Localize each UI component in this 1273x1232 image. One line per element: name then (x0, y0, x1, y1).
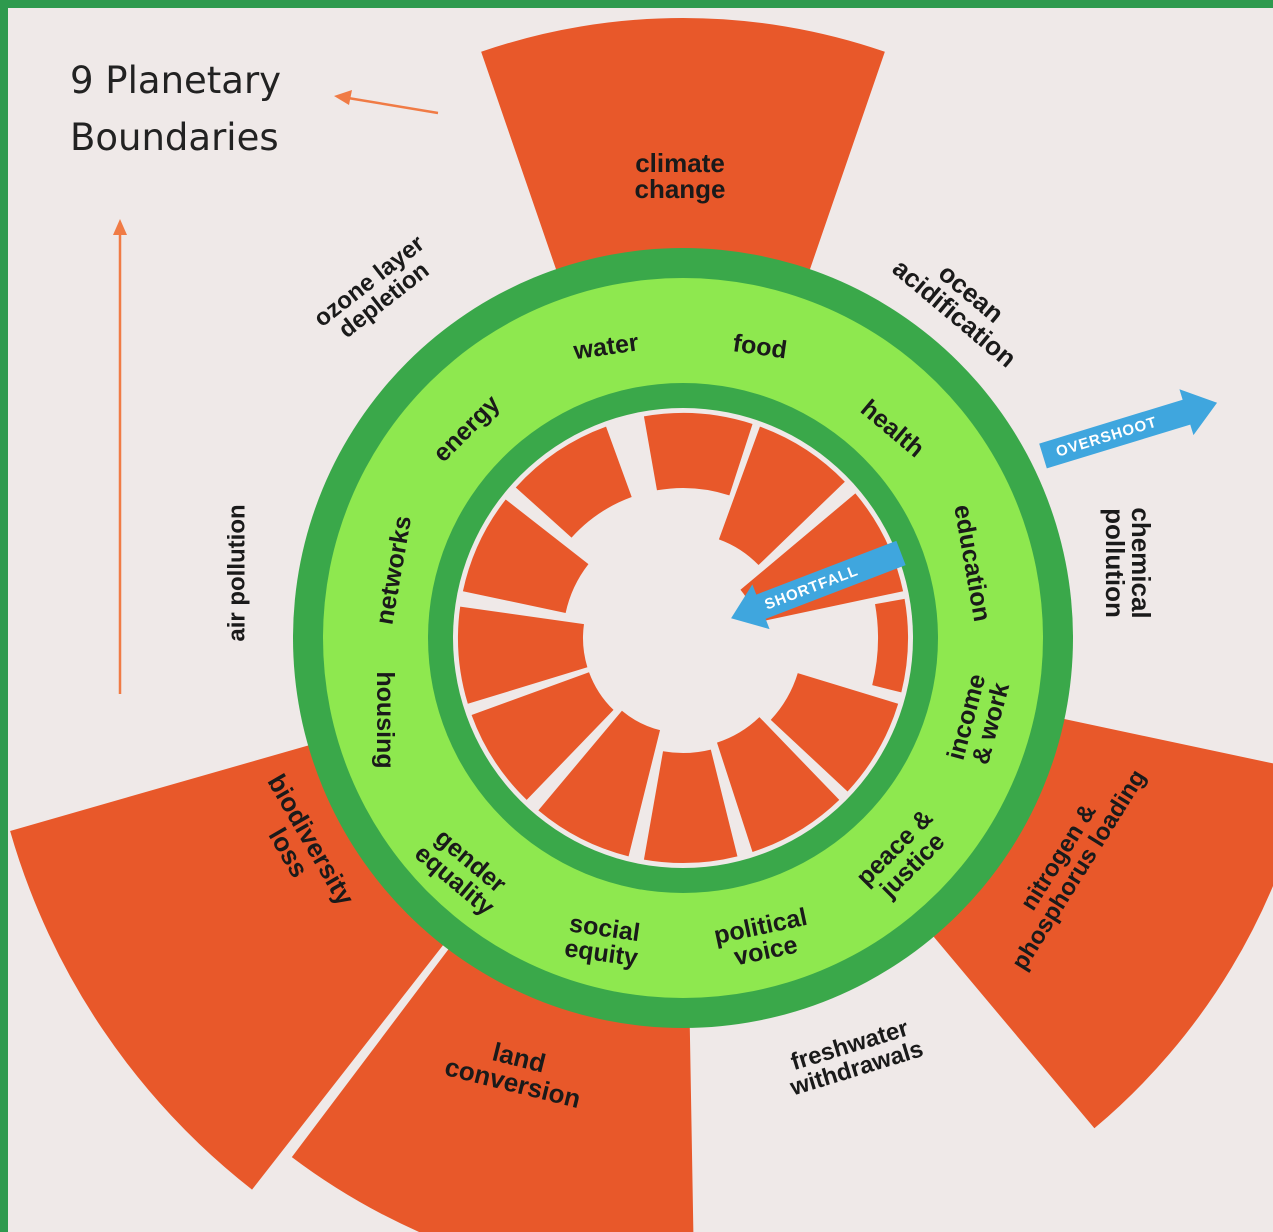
foundation-label-housing: housing (371, 671, 399, 768)
shortfall-wedge-housing (458, 606, 588, 704)
shortfall-wedge-networks (462, 499, 589, 614)
page-title: 9 Planetary Boundaries (70, 59, 282, 159)
shortfall-wedge-political (643, 749, 738, 863)
biodiversity-loss-wedge (10, 739, 456, 1190)
shortfall-wedges (458, 413, 908, 863)
climate-change-wedge (481, 17, 885, 289)
boundary-label-chemical: chemicalpollution (1100, 507, 1156, 618)
boundary-label-freshwater: freshwaterwithdrawals (779, 1012, 926, 1101)
overshoot-arrow: OVERSHOOT (1039, 389, 1218, 469)
foundation-label-social-equity: socialequity (563, 909, 643, 972)
title-arrow-vertical (113, 219, 127, 694)
shortfall-wedge-water (643, 413, 753, 496)
boundary-label-ozone: ozone layerdepletion (309, 230, 444, 351)
shortfall-wedge-energy (515, 426, 632, 538)
shortfall-wedge-income (770, 673, 899, 792)
boundary-label-air: air pollution (223, 504, 250, 641)
shortfall-wedge-gender (471, 672, 614, 800)
shortfall-wedge-food (718, 426, 845, 566)
title-arrow-horizontal (334, 90, 439, 115)
shortfall-wedge-peace (716, 717, 840, 852)
shortfall-wedge-education (872, 598, 908, 693)
shortfall-wedge-social-equity (538, 710, 661, 857)
